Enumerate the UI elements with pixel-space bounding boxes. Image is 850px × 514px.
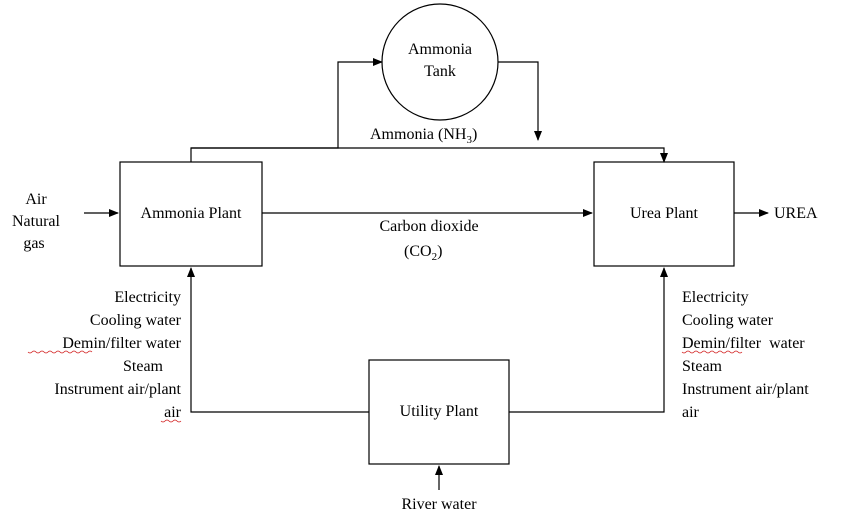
utility-right-item: Demin/filter water	[682, 335, 805, 352]
spellcheck-underline	[160, 419, 182, 423]
utility-right-item: Instrument air/plant	[682, 381, 809, 398]
spellcheck-underline	[27, 350, 93, 354]
utility-to-urea-line	[509, 267, 668, 413]
utility-left-item: air	[164, 404, 182, 421]
natural-gas-label-line1: Natural	[12, 213, 61, 230]
ammonia-tank-circle	[381, 3, 499, 121]
co2-stream-label-line2: (CO2)	[404, 243, 442, 263]
natural-gas-label-line2: gas	[23, 235, 44, 252]
ammonia-plant-box	[119, 161, 263, 267]
urea-plant-box	[593, 161, 735, 267]
ammonia-tank-node: Ammonia Tank	[381, 3, 499, 121]
utilities-left-list: Electricity Cooling water Demin/filter w…	[27, 289, 182, 423]
tank-to-urea-line	[498, 61, 542, 141]
urea-output-label: UREA	[774, 205, 818, 222]
utility-right-item: Steam	[682, 358, 723, 375]
utilities-right-list: Electricity Cooling water Demin/filter w…	[681, 289, 809, 421]
utility-plant-node: Utility Plant	[368, 359, 510, 465]
utility-plant-label: Utility Plant	[400, 403, 479, 420]
air-input-label: Air	[25, 191, 47, 208]
utility-left-item: Instrument air/plant	[54, 381, 181, 398]
utility-to-ammonia-line	[187, 267, 369, 413]
urea-plant-label: Urea Plant	[630, 205, 699, 222]
utility-left-item: Electricity	[114, 289, 181, 306]
ammonia-tank-label-line2: Tank	[424, 63, 456, 80]
utility-right-item: air	[682, 404, 700, 421]
utility-plant-box	[368, 359, 510, 465]
utility-right-item: Electricity	[682, 289, 749, 306]
co2-stream-label-line1: Carbon dioxide	[379, 218, 478, 235]
ammonia-header-line	[191, 147, 668, 163]
utility-left-item: Cooling water	[90, 312, 182, 329]
ammonia-plant-label: Ammonia Plant	[141, 205, 242, 222]
spellcheck-underline	[681, 350, 743, 354]
utility-right-item: Cooling water	[682, 312, 774, 329]
utility-left-item: Steam	[123, 358, 164, 375]
urea-plant-node: Urea Plant	[593, 161, 735, 267]
ammonia-tank-label-line1: Ammonia	[408, 41, 472, 58]
ammonia-plant-node: Ammonia Plant	[119, 161, 263, 267]
river-water-label: River water	[401, 496, 477, 513]
utility-left-item: Demin/filter water	[62, 335, 181, 352]
ammonia-stream-label: Ammonia (NH3)	[370, 126, 477, 146]
ammonia-to-tank-line	[190, 58, 383, 162]
